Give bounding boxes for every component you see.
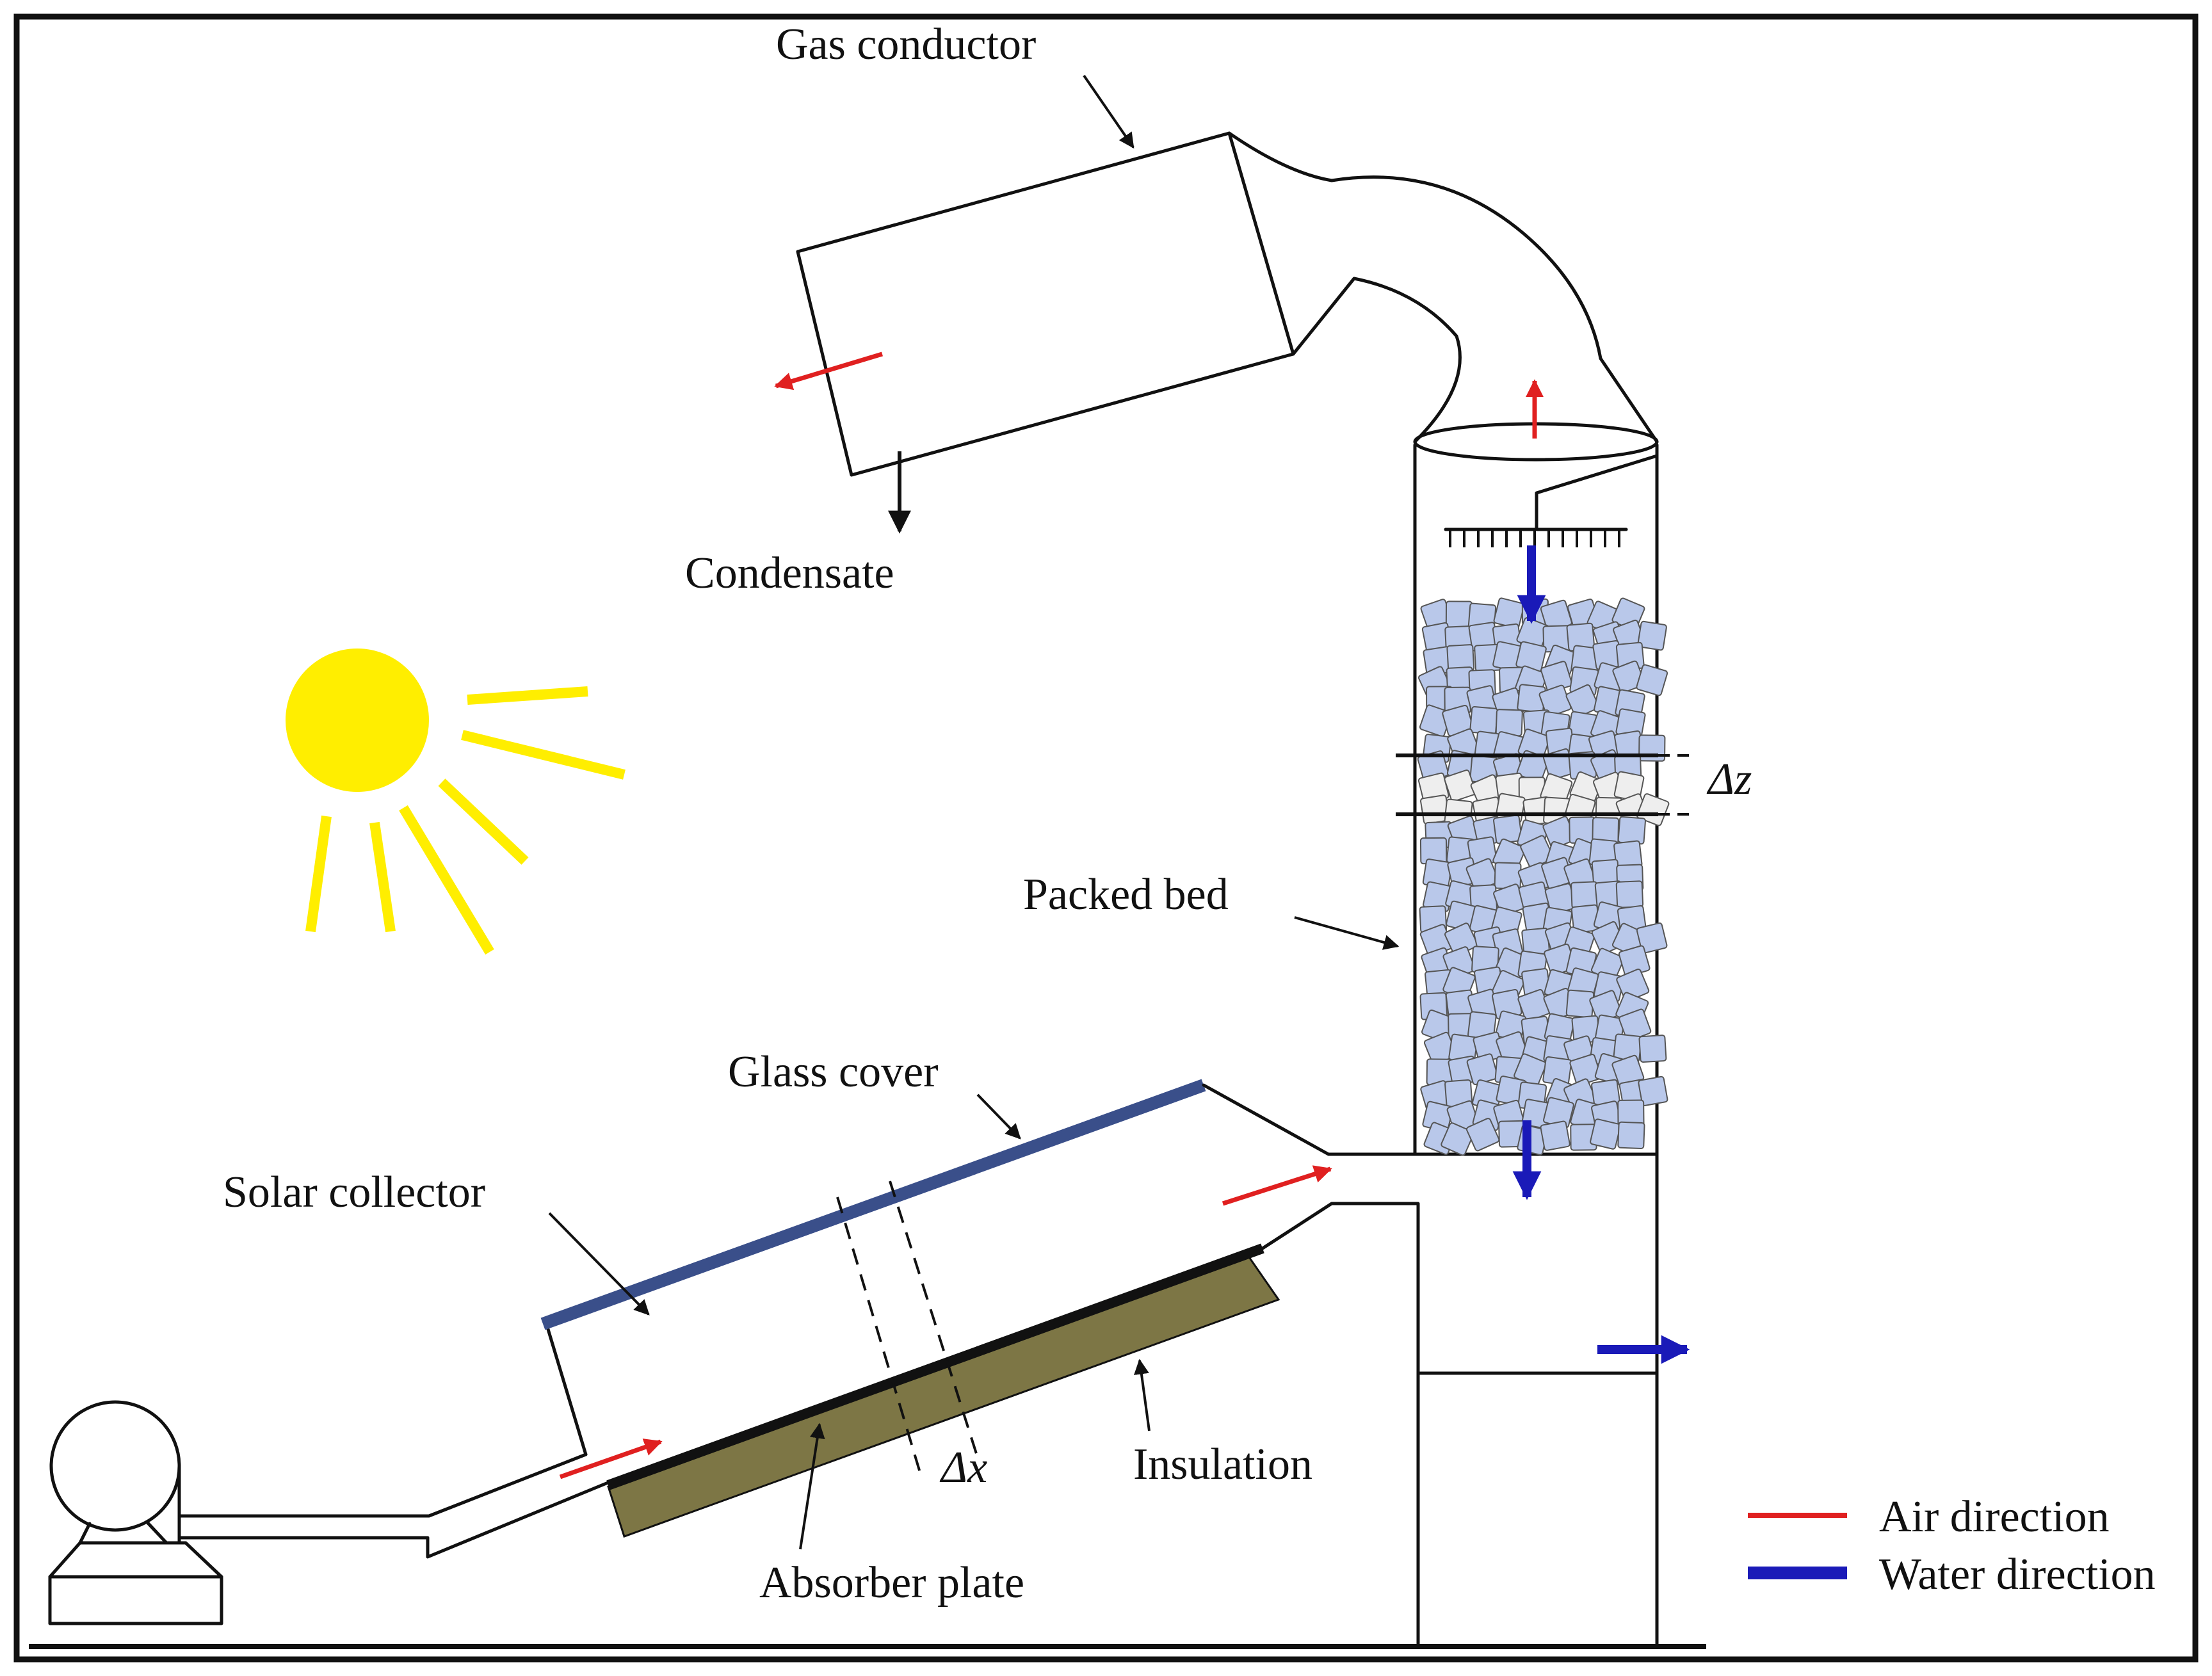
figure-border: [13, 13, 2199, 1663]
condensate-label: Condensate: [685, 549, 894, 598]
air-direction-arrows: [559, 351, 1544, 1479]
delta-x-label: Δx: [939, 1443, 987, 1492]
solar-collector: [540, 1079, 1421, 1648]
absorber-plate: [606, 1243, 1264, 1490]
packing-element: [1638, 1035, 1667, 1063]
legend-water-label: Water direction: [1879, 1550, 2156, 1599]
inlet-duct: [177, 1453, 611, 1559]
delta-x-control-volume: [836, 1180, 980, 1479]
packed-bed-label: Packed bed: [1023, 870, 1229, 919]
packing-element: [1617, 1121, 1645, 1150]
packing-element: [1637, 620, 1667, 651]
packing-element: [1441, 1122, 1474, 1156]
water-direction-arrows: [1512, 545, 1690, 1364]
packing-element: [1615, 880, 1644, 908]
packing-element: [1636, 664, 1668, 697]
packing-element: [1565, 684, 1599, 718]
delta-z-label: Δz: [1706, 755, 1752, 804]
glass-cover: [540, 1079, 1206, 1330]
packing-element: [1570, 881, 1599, 909]
insulation-block: [607, 1250, 1280, 1538]
insulation-label: Insulation: [1133, 1440, 1312, 1489]
legend: Air direction Water direction: [1748, 1492, 2156, 1599]
sun-icon: [286, 649, 626, 955]
blower-fan: [48, 1400, 223, 1625]
label-leaders: [548, 74, 1400, 1550]
packing-element: [1493, 597, 1525, 629]
packing-element: [1590, 1118, 1621, 1150]
packing-element: [1565, 989, 1595, 1019]
packing-element: [1636, 922, 1668, 954]
gas-conductor: [796, 131, 1659, 477]
packing-element: [1469, 705, 1498, 735]
packing-elements: [1417, 597, 1670, 1156]
legend-air-label: Air direction: [1879, 1492, 2110, 1542]
packing-element: [1444, 770, 1476, 802]
gas-conductor-label: Gas conductor: [776, 20, 1036, 69]
packed-bed-column: [1396, 422, 1693, 1648]
packing-element: [1540, 1120, 1570, 1151]
glass-cover-label: Glass cover: [728, 1047, 939, 1097]
spray-nozzles: [1449, 529, 1620, 547]
packing-element: [1445, 600, 1473, 628]
delta-z-slice-lines: [1396, 753, 1658, 816]
packing-element: [1617, 816, 1646, 845]
packing-element: [1465, 1118, 1500, 1152]
packing-element: [1569, 816, 1596, 844]
absorber-plate-label: Absorber plate: [759, 1558, 1024, 1608]
solar-collector-label: Solar collector: [223, 1168, 485, 1217]
packing-element: [1638, 1076, 1668, 1106]
